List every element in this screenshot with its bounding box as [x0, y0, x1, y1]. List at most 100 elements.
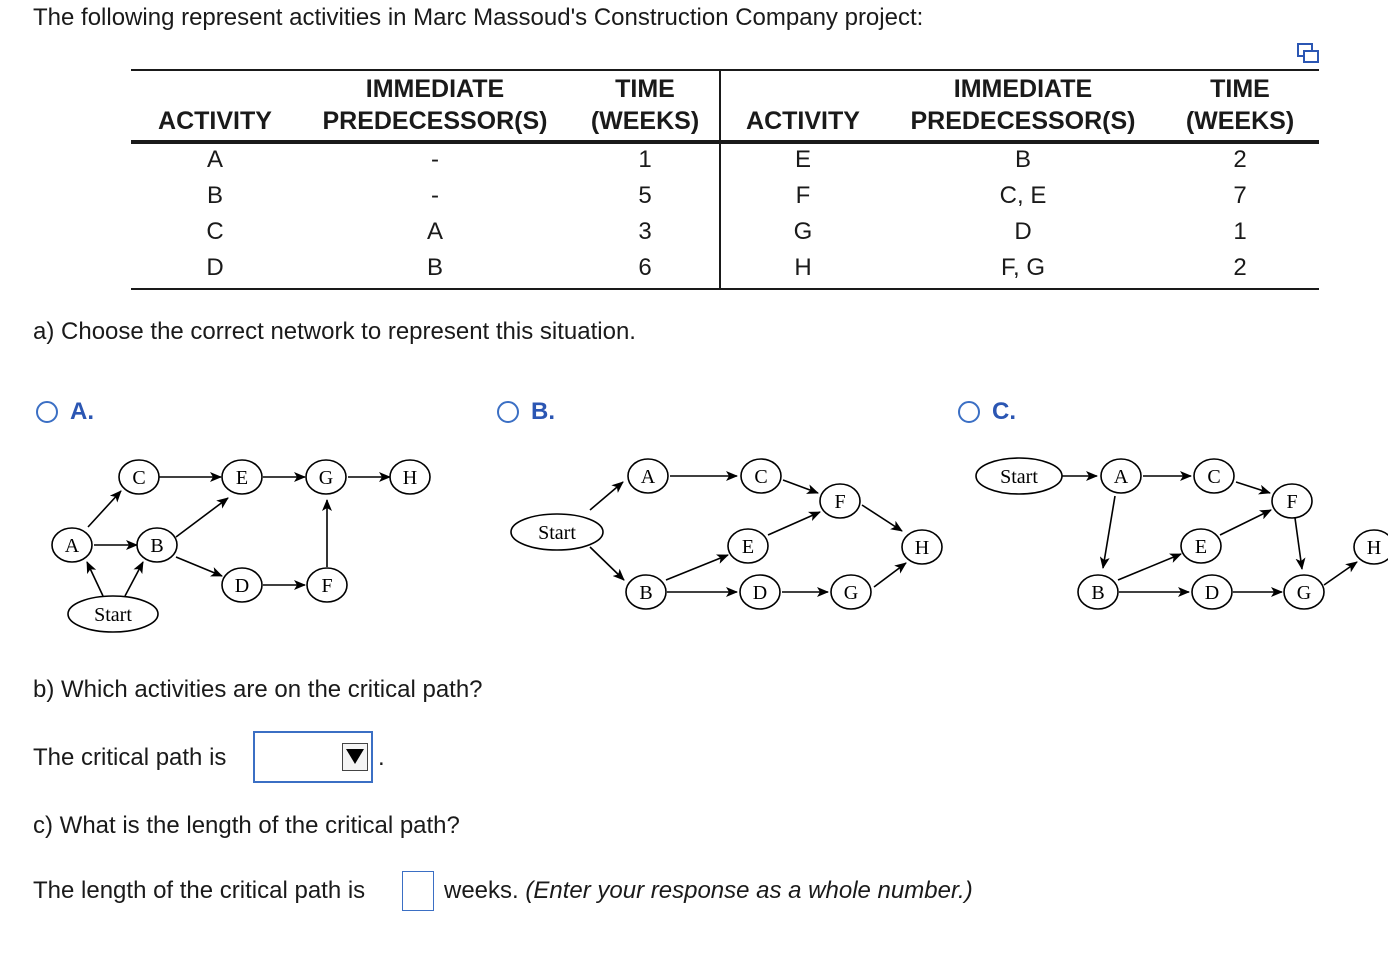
cell-activity: H — [794, 254, 812, 281]
option-a-radio[interactable] — [36, 401, 58, 423]
table-header-rule — [131, 140, 1319, 144]
node-label: E — [1195, 536, 1207, 558]
node-ellipse — [51, 527, 93, 563]
node-label: H — [915, 537, 929, 559]
cell-time: 6 — [638, 254, 652, 281]
option-a[interactable]: A. — [36, 398, 94, 426]
table-divider — [719, 69, 721, 290]
header-weeks-right: (WEEKS) — [1185, 107, 1295, 135]
node-label: G — [844, 582, 858, 604]
cell-predecessor: - — [431, 182, 439, 209]
option-b-label: B. — [531, 398, 555, 425]
length-hint: (Enter your response as a whole number.) — [525, 877, 973, 904]
cell-activity: C — [206, 218, 224, 245]
length-suffix: weeks. — [444, 877, 519, 904]
node-ellipse — [136, 527, 178, 563]
cell-activity: E — [794, 146, 811, 173]
node-ellipse — [830, 574, 872, 610]
critical-path-suffix: . — [378, 744, 385, 771]
cell-predecessor: F, G — [1000, 254, 1045, 281]
option-c[interactable]: C. — [958, 398, 1016, 426]
node-ellipse — [1353, 529, 1388, 565]
node-label: F — [321, 575, 332, 597]
node-ellipse — [305, 459, 347, 495]
cell-time: 5 — [638, 182, 652, 209]
problem-intro: The following represent activities in Ma… — [33, 4, 924, 31]
critical-path-prefix: The critical path is — [33, 744, 227, 771]
node-label: A — [1114, 466, 1129, 488]
node-label: G — [319, 467, 333, 489]
option-c-radio[interactable] — [958, 401, 980, 423]
node-label: H — [403, 467, 417, 489]
cell-predecessor: B — [426, 254, 443, 281]
node-label: D — [753, 582, 767, 604]
node-label: D — [1205, 582, 1219, 604]
cell-predecessor: B — [1014, 146, 1031, 173]
table-top-rule — [131, 69, 1319, 71]
node-ellipse — [627, 458, 669, 494]
cell-activity: G — [793, 218, 813, 245]
node-ellipse — [67, 595, 159, 633]
node-ellipse — [306, 567, 348, 603]
node-ellipse — [1283, 574, 1325, 610]
node-label: F — [834, 491, 845, 513]
activity-table: ACTIVITY IMMEDIATE PREDECESSOR(S) TIME (… — [131, 69, 1319, 291]
header-time-right: TIME — [1210, 75, 1270, 103]
node-ellipse — [221, 459, 263, 495]
node-label: Start — [94, 604, 132, 626]
node-ellipse — [975, 457, 1063, 495]
option-b-radio[interactable] — [497, 401, 519, 423]
node-ellipse — [1100, 458, 1142, 494]
node-ellipse — [1077, 574, 1119, 610]
cell-activity: D — [206, 254, 224, 281]
cell-time: 7 — [1233, 182, 1247, 209]
option-c-label: C. — [992, 398, 1016, 425]
node-label: F — [1286, 491, 1297, 513]
cell-time: 1 — [1233, 218, 1247, 245]
dropdown-arrow-icon[interactable] — [342, 743, 368, 771]
node-label: Start — [538, 522, 576, 544]
cell-predecessor: - — [431, 146, 439, 173]
length-input[interactable] — [402, 871, 434, 911]
node-ellipse — [221, 567, 263, 603]
cell-activity: A — [206, 146, 223, 173]
node-label: B — [150, 535, 163, 557]
node-ellipse — [739, 574, 781, 610]
node-label: A — [65, 535, 80, 557]
node-label: C — [132, 467, 145, 489]
node-ellipse — [1193, 458, 1235, 494]
cell-predecessor: A — [426, 218, 443, 245]
cell-time: 1 — [638, 146, 652, 173]
option-a-label: A. — [70, 398, 94, 425]
node-label: G — [1297, 582, 1311, 604]
length-hint-row: weeks. (Enter your response as a whole n… — [444, 877, 973, 905]
option-b[interactable]: B. — [497, 398, 555, 426]
node-ellipse — [1180, 528, 1222, 564]
header-activity-left: ACTIVITY — [158, 107, 272, 135]
question-b: b) Which activities are on the critical … — [33, 676, 483, 703]
node-ellipse — [819, 483, 861, 519]
header-immediate-right: IMMEDIATE — [953, 75, 1093, 103]
node-label: B — [639, 582, 652, 604]
node-ellipse — [389, 459, 431, 495]
node-label: E — [236, 467, 248, 489]
cell-predecessor: C, E — [999, 182, 1047, 209]
cell-predecessor: D — [1014, 218, 1032, 245]
length-prefix: The length of the critical path is — [33, 877, 366, 904]
header-weeks-left: (WEEKS) — [590, 107, 700, 135]
cell-time: 2 — [1233, 146, 1247, 173]
copy-icon[interactable] — [1296, 42, 1320, 64]
question-c: c) What is the length of the critical pa… — [33, 812, 460, 839]
header-activity-right: ACTIVITY — [746, 107, 860, 135]
cell-activity: F — [795, 182, 811, 209]
question-a: a) Choose the correct network to represe… — [33, 318, 636, 345]
node-label: E — [742, 536, 754, 558]
header-predecessors-right: PREDECESSOR(S) — [910, 107, 1136, 135]
cell-activity: B — [206, 182, 223, 209]
node-ellipse — [901, 529, 943, 565]
node-ellipse — [118, 459, 160, 495]
critical-path-dropdown[interactable] — [253, 731, 373, 783]
header-time-left: TIME — [615, 75, 675, 103]
table-bottom-rule — [131, 288, 1319, 290]
node-label: D — [235, 575, 249, 597]
